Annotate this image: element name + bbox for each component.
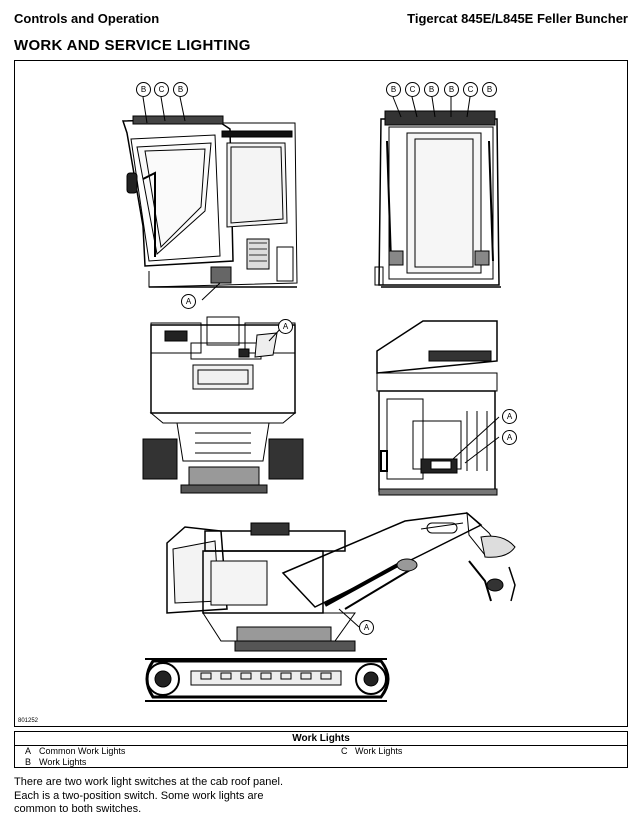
callouts-cab-rear (392, 96, 471, 118)
body-line: common to both switches. (14, 803, 142, 815)
legend-letter: B (25, 757, 32, 767)
cab-side-view (121, 115, 298, 301)
legend-table: Work Lights A Common Work Lights B Work Li… (14, 731, 628, 768)
machine-side-view (145, 511, 516, 702)
callout-b-3: B (386, 82, 401, 97)
callout-c-3: C (463, 82, 478, 97)
machine-rear-view (376, 320, 498, 496)
header-section-label: Controls and Operation (14, 11, 160, 26)
callout-b-2: B (173, 82, 188, 97)
callout-c-1: C (154, 82, 169, 97)
body-line: There are two work light switches at the… (14, 776, 284, 788)
callouts-rear (452, 416, 500, 464)
callout-a-1: A (181, 294, 196, 309)
machine-front-view (142, 316, 304, 494)
legend-text: Work Lights (39, 757, 87, 767)
lighting-figure: B C B A B C B B C B A A A A 801252 (14, 60, 628, 727)
legend-item-a: A Common Work Lights (25, 746, 125, 756)
body-paragraph: There are two work light switches at the… (14, 776, 334, 817)
legend-title: Work Lights (15, 732, 627, 746)
machine-drawings (121, 96, 516, 702)
legend-letter: A (25, 746, 32, 756)
callouts-cab-side (142, 96, 186, 124)
body-line: Each is a two-position switch. Some work… (14, 789, 264, 802)
callout-b-5: B (444, 82, 459, 97)
legend-item-b: B Work Lights (25, 757, 86, 767)
callout-c-2: C (405, 82, 420, 97)
callout-b-6: B (482, 82, 497, 97)
callouts-side (338, 608, 360, 628)
header-manual-title: Tigercat 845E/L845E Feller Buncher (407, 11, 628, 26)
callout-a-5: A (359, 620, 374, 635)
callout-b-1: B (136, 82, 151, 97)
callout-b-4: B (424, 82, 439, 97)
legend-letter: C (341, 746, 348, 756)
callout-a-3: A (502, 409, 517, 424)
cab-rear-view (374, 110, 501, 288)
legend-text: Common Work Lights (39, 746, 126, 756)
legend-text: Work Lights (355, 746, 403, 756)
callout-a-2: A (278, 319, 293, 334)
callout-a-4: A (502, 430, 517, 445)
figure-id: 801252 (18, 718, 39, 724)
section-title: WORK AND SERVICE LIGHTING (14, 37, 251, 54)
legend-item-c: C Work Lights (341, 746, 402, 756)
